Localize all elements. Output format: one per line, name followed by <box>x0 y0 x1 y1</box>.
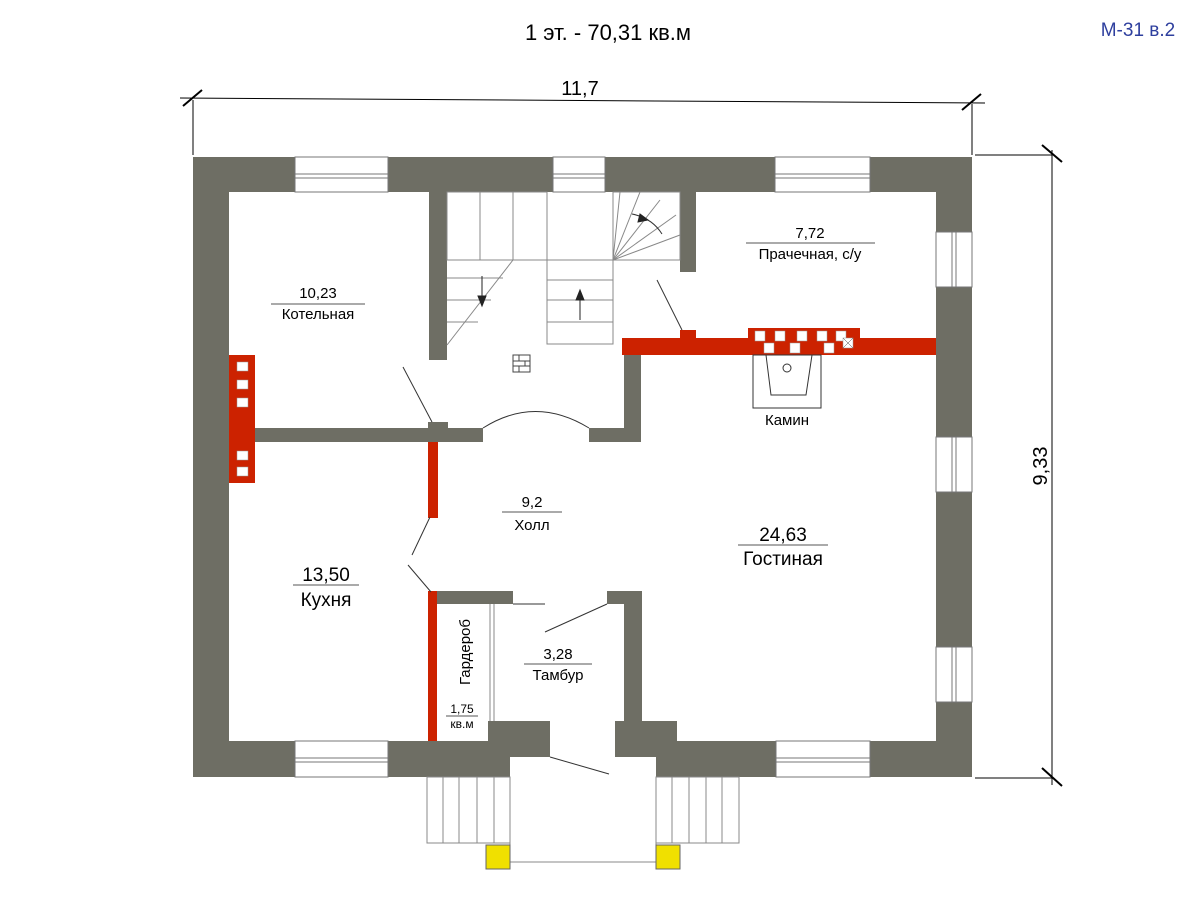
windows <box>294 156 973 778</box>
room-name: Прачечная, с/у <box>759 246 862 263</box>
fireplace-label: Камин <box>765 412 809 429</box>
room-area: 1,75 <box>450 702 474 716</box>
room-name: Тамбур <box>533 667 584 684</box>
room-name: Котельная <box>282 306 355 323</box>
room-name: Кухня <box>301 590 352 611</box>
room-name: Гардероб <box>457 619 474 685</box>
entrance-porch <box>426 776 740 863</box>
room-area: 10,23 <box>299 285 337 302</box>
room-vestibule: 3,28 Тамбур <box>524 646 592 684</box>
depth-dimension-label: 9,33 <box>1030 447 1052 486</box>
room-boiler: 10,23 Котельная <box>271 285 365 323</box>
wardrobe-shelf <box>489 604 495 721</box>
room-kitchen: 13,50 Кухня <box>293 565 359 611</box>
width-dimension <box>179 89 986 155</box>
porch-posts <box>485 844 681 870</box>
room-area: 24,63 <box>759 525 807 546</box>
project-code: М-31 в.2 <box>1101 20 1176 41</box>
staircase <box>446 191 681 346</box>
plan-title: 1 эт. - 70,31 кв.м <box>525 20 691 45</box>
doors <box>402 279 683 775</box>
ventilation-grate <box>512 354 531 373</box>
room-laundry: 7,72 Прачечная, с/у <box>746 225 875 263</box>
chimney-flues <box>236 330 854 477</box>
room-living: 24,63 Гостиная <box>738 525 828 570</box>
room-name: Холл <box>514 517 549 534</box>
room-area: 3,28 <box>543 646 572 663</box>
room-area: 9,2 <box>522 494 543 511</box>
room-area: 7,72 <box>795 225 824 242</box>
width-dimension-label: 11,7 <box>561 78 598 100</box>
fireplace <box>752 354 822 409</box>
room-name: Гостиная <box>743 549 823 570</box>
room-hall: 9,2 Холл <box>502 494 562 534</box>
room-area: 13,50 <box>302 565 350 586</box>
interior-walls <box>255 192 696 757</box>
exterior-walls <box>193 157 972 777</box>
stair-direction-arrows <box>477 213 650 320</box>
room-area-unit: кв.м <box>450 717 473 731</box>
depth-dimension <box>975 144 1063 787</box>
room-wardrobe: Гардероб 1,75 кв.м <box>446 619 478 731</box>
